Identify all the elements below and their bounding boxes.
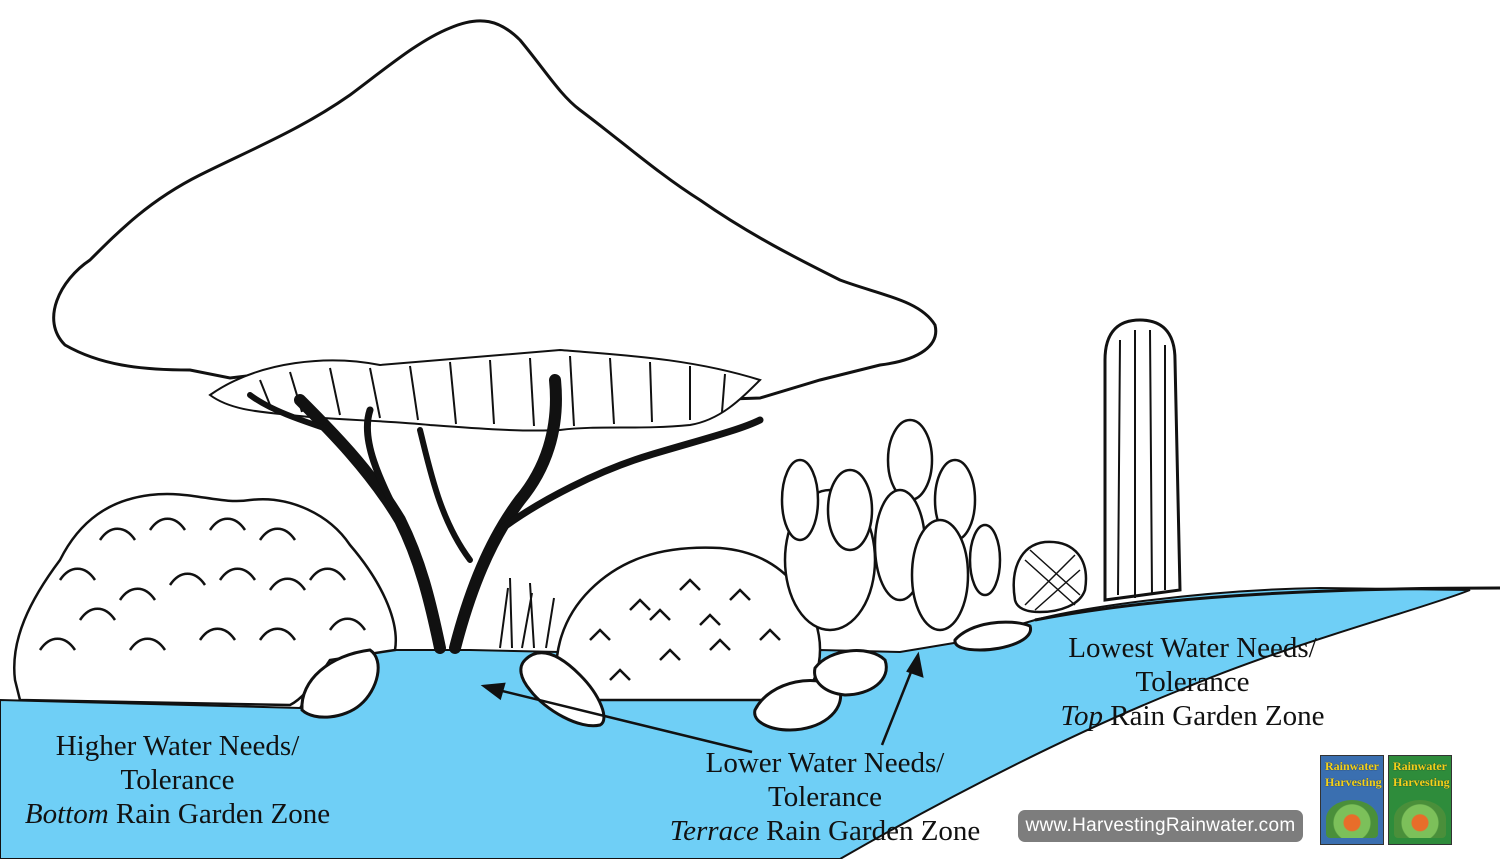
rock-2 [519,651,606,728]
top-zone-italic: Top [1060,700,1103,732]
saguaro-cactus [1103,318,1182,602]
top-zone-line: Top Rain Garden Zone [1015,699,1370,733]
ground-line [1034,586,1500,622]
barrel-cactus-small [1012,540,1088,614]
prickly-pear-cactus [780,418,1002,632]
canopy-hatching [259,355,726,427]
book2-title-line2: Harvesting [1393,775,1450,789]
arrows [480,651,924,754]
tree-trunk [247,374,764,654]
zone-label-terrace: Lower Water Needs/ Tolerance Terrace Rai… [640,746,1010,848]
zone-label-bottom: Higher Water Needs/ Tolerance Bottom Rai… [0,729,355,831]
terrace-zone-line: Terrace Rain Garden Zone [640,814,1010,848]
rock-4 [813,649,888,697]
terrace-line1: Lower Water Needs/ [705,747,945,779]
top-zone-rest: Rain Garden Zone [1103,700,1325,732]
middle-shrub [555,546,822,702]
book1-title-line2: Harvesting [1325,775,1382,789]
book2-cover-art [1394,800,1446,838]
bottom-zone-italic: Bottom [24,798,109,830]
rock-3 [753,678,843,732]
book1-title-line1: Rainwater [1325,759,1379,773]
grass-tufts [499,577,555,649]
bottom-line1: Higher Water Needs/ [55,730,300,762]
arrow-to-terrace [880,661,917,746]
terrace-zone-italic: Terrace [669,815,759,847]
website-link[interactable]: www.HarvestingRainwater.com [1018,810,1303,842]
arrow-to-bottom [489,686,753,754]
book1-cover-art [1326,800,1378,838]
rock-5 [953,620,1032,652]
top-line1: Lowest Water Needs/ [1068,632,1317,664]
left-shrubs [13,492,397,707]
rock-1 [300,648,380,719]
bottom-line2: Tolerance [120,764,235,796]
zone-label-top: Lowest Water Needs/ Tolerance Top Rain G… [1015,631,1370,733]
top-line2: Tolerance [1135,666,1250,698]
rocks [300,620,1032,732]
book-cover-volume-2[interactable]: Rainwater Harvesting [1388,755,1452,845]
canopy-shade [208,348,762,432]
book2-title-line1: Rainwater [1393,759,1447,773]
bottom-zone-line: Bottom Rain Garden Zone [0,797,355,831]
terrace-line2: Tolerance [768,781,882,813]
bottom-zone-rest: Rain Garden Zone [108,798,331,830]
book-cover-volume-1[interactable]: Rainwater Harvesting [1320,755,1384,845]
terrace-zone-rest: Rain Garden Zone [758,815,981,847]
tree-canopy [52,19,938,404]
